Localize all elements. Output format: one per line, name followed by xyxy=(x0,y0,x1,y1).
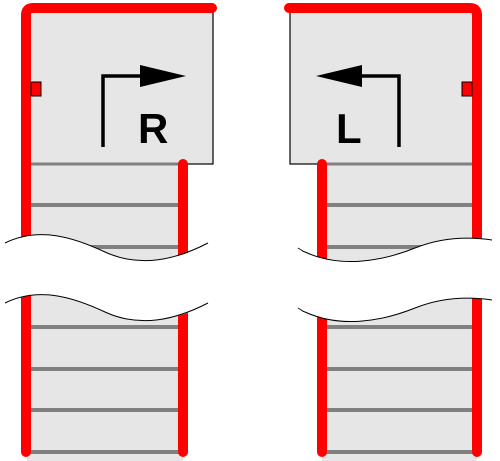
outer-wall-right xyxy=(284,3,482,457)
wall-tab-right xyxy=(461,81,473,97)
break-band xyxy=(0,234,500,322)
turn-label-l: L xyxy=(336,105,362,152)
wavy-break-line xyxy=(0,234,500,322)
break-edge-top-right xyxy=(297,237,493,262)
right-turn-stair: R xyxy=(21,3,217,461)
outer-wall-left xyxy=(21,3,217,457)
landing-right xyxy=(289,7,478,165)
landing-left xyxy=(25,7,214,165)
left-turn-stair: L xyxy=(284,3,482,461)
treads-right xyxy=(322,162,477,454)
break-edge-bottom-right xyxy=(297,297,493,322)
wall-tab-left xyxy=(30,81,42,97)
bent-arrow-right-icon xyxy=(101,65,186,147)
bent-arrow-left-icon xyxy=(316,65,401,147)
break-edge-bottom-left xyxy=(4,294,209,322)
turn-label-r: R xyxy=(138,105,168,152)
break-edge-top-left xyxy=(4,234,209,262)
